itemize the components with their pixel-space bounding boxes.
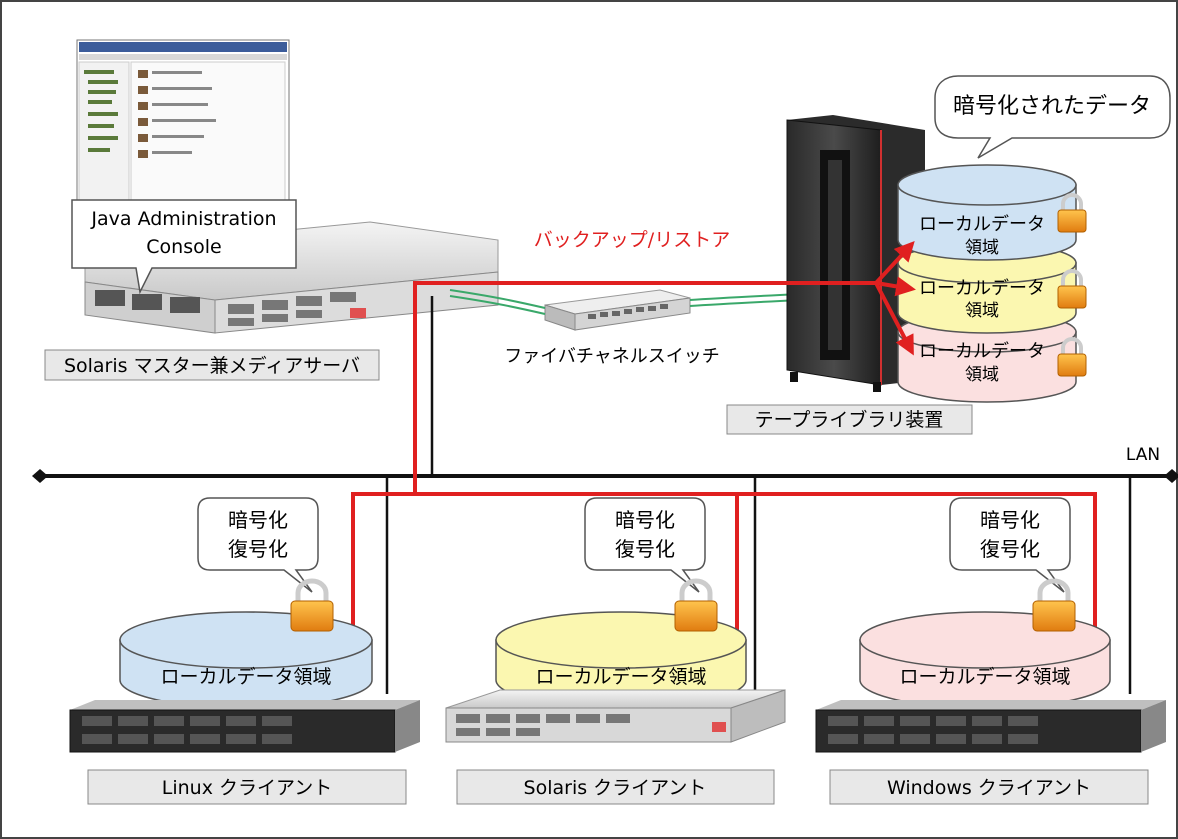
lan-drops: [385, 296, 1132, 694]
lock-icon: [1032, 578, 1076, 632]
backup-restore-path: [351, 241, 1097, 634]
master-server-label-box: Solaris マスター兼メディアサーバ: [44, 349, 380, 381]
client-windows-disk-label: ローカルデータ領域: [899, 666, 1070, 688]
fc-switch: [544, 289, 691, 331]
client-linux-callout: 暗号化 復号化: [197, 497, 319, 593]
tape-volume-3-line2: 領域: [965, 365, 999, 385]
client-solaris: 暗号化 復号化 ローカルデータ領域: [445, 497, 786, 805]
client-linux-server: [69, 700, 420, 753]
client-solaris-label: Solaris クライアント: [524, 777, 707, 799]
client-solaris-disk-label: ローカルデータ領域: [535, 666, 706, 688]
encrypted-data-label: 暗号化されたデータ: [953, 94, 1151, 119]
java-console-window: [76, 39, 290, 207]
client-solaris-callout-line1: 暗号化: [615, 508, 675, 532]
client-windows-label-box: Windows クライアント: [829, 769, 1149, 805]
lock-icon: [290, 578, 334, 632]
tape-volume-2-line2: 領域: [965, 301, 999, 321]
client-windows-callout: 暗号化 復号化: [949, 497, 1071, 593]
tape-library-label-box: テープライブラリ装置: [726, 404, 973, 435]
lan-backbone: [32, 469, 1178, 483]
lan-label: LAN: [1126, 445, 1160, 465]
tape-volume-1-line1: ローカルデータ: [919, 214, 1045, 235]
lock-icon: [674, 578, 718, 632]
tape-volume-3-line1: ローカルデータ: [919, 341, 1045, 362]
client-linux-label-box: Linux クライアント: [87, 769, 407, 805]
client-windows-label: Windows クライアント: [887, 777, 1091, 799]
client-linux-label: Linux クライアント: [162, 777, 332, 799]
tape-volume-1: ローカルデータ 領域: [897, 164, 1077, 261]
client-solaris-callout-line2: 復号化: [615, 537, 675, 561]
lock-icon: [1057, 193, 1087, 233]
client-solaris-label-box: Solaris クライアント: [456, 769, 775, 805]
client-linux: 暗号化 復号化 ローカルデータ領域: [69, 497, 420, 805]
client-windows-callout-line1: 暗号化: [980, 508, 1040, 532]
client-solaris-server: [445, 689, 786, 743]
client-linux-callout-line1: 暗号化: [228, 508, 288, 532]
client-linux-disk-label: ローカルデータ領域: [160, 666, 331, 688]
client-windows: 暗号化 復号化 ローカルデータ領域: [815, 497, 1166, 805]
client-windows-callout-line2: 復号化: [980, 537, 1040, 561]
tape-volume-1-line2: 領域: [965, 238, 999, 258]
console-label-line1: Java Administration: [90, 208, 276, 230]
client-linux-disk: ローカルデータ領域: [119, 611, 373, 709]
tape-volume-2-line1: ローカルデータ: [919, 278, 1045, 299]
client-solaris-callout: 暗号化 復号化: [584, 497, 706, 593]
fc-switch-label: ファイバチャネルスイッチ: [504, 346, 719, 367]
client-windows-server: [815, 700, 1166, 753]
encrypted-data-callout: 暗号化されたデータ: [934, 75, 1171, 159]
master-server-label: Solaris マスター兼メディアサーバ: [64, 355, 360, 377]
console-label-line2: Console: [146, 236, 221, 258]
backup-restore-label: バックアップ/リストア: [534, 229, 730, 251]
tape-library-label: テープライブラリ装置: [755, 408, 944, 431]
client-linux-callout-line2: 復号化: [228, 537, 288, 561]
lock-icon: [1057, 269, 1087, 309]
lock-icon: [1057, 337, 1087, 377]
console-callout: Java Administration Console: [71, 199, 297, 295]
